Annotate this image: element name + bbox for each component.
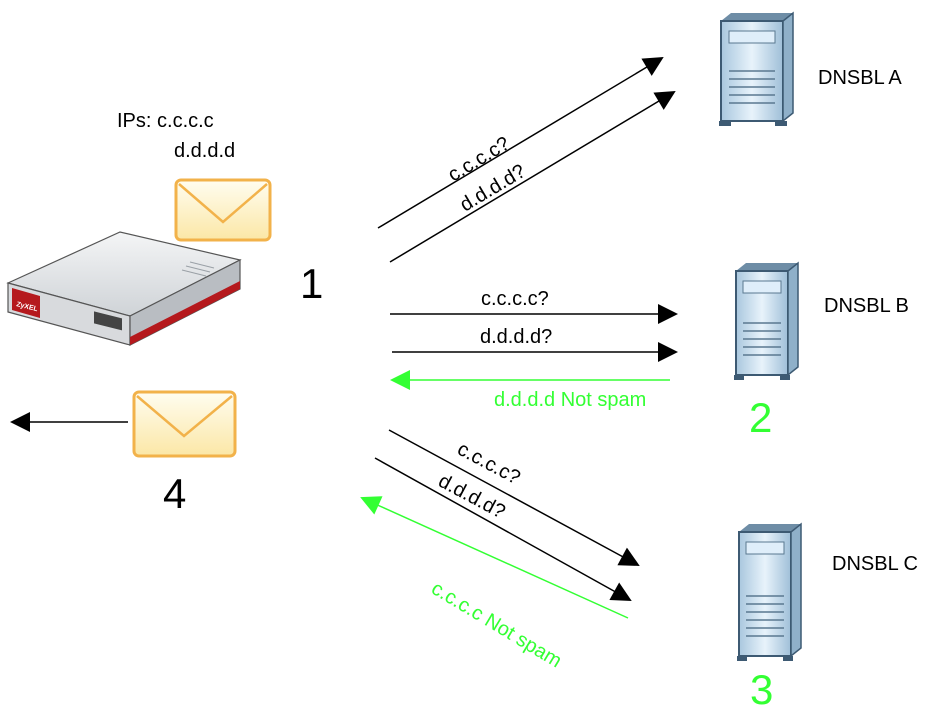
sender-ips-line2: d.d.d.d: [174, 140, 235, 162]
dnsbl-b-server-icon: [734, 261, 799, 380]
dnsbl-a-server-icon: [719, 11, 794, 126]
dnsbl-a-label: DNSBL A: [818, 67, 902, 89]
query-b1-label: c.c.c.c?: [481, 288, 549, 310]
query-arrow-c2: [374, 457, 632, 601]
query-arrow-a1: [377, 56, 664, 229]
query-arrow-a2: [389, 90, 676, 263]
query-b2-label: d.d.d.d?: [480, 326, 552, 348]
query-arrow-c1: [388, 429, 640, 566]
dnsbl-b-label: DNSBL B: [824, 295, 909, 317]
step-4-label: 4: [163, 470, 186, 517]
firewall-device: ZyXEL: [6, 231, 242, 346]
step-3-label: 3: [750, 666, 773, 708]
step-1-label: 1: [300, 260, 323, 307]
dnsbl-c-label: DNSBL C: [832, 553, 918, 575]
response-b-label: d.d.d.d Not spam: [494, 389, 646, 411]
step-2-label: 2: [749, 394, 772, 441]
sender-ips-line1: IPs: c.c.c.c: [117, 110, 214, 132]
incoming-envelope-icon: [174, 178, 272, 242]
outgoing-envelope-icon: [132, 390, 237, 458]
response-c-label: c.c.c.c Not spam: [427, 577, 565, 672]
response-arrow-c: [360, 496, 629, 619]
dnsbl-c-server-icon: [737, 522, 802, 661]
